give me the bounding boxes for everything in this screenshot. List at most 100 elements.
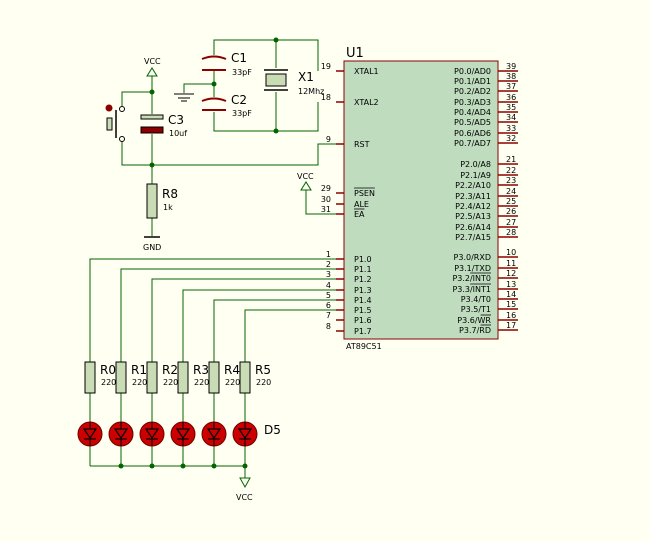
led-3[interactable] [170,421,196,447]
resistor-ref: R3 [193,363,209,377]
pin-label: P2.3/A11 [455,192,491,201]
wire-p11 [120,268,336,362]
gnd-terminal-r8: GND [143,236,161,252]
pin-p1-5[interactable]: 6P1.5 [326,301,372,315]
pin-number: 36 [506,93,516,102]
pin-p1-6[interactable]: 7P1.6 [326,311,372,325]
pin-label: EA [354,210,365,219]
pin-p1-4[interactable]: 5P1.4 [326,291,372,305]
capacitor-c2[interactable]: C2 33pF [201,93,252,118]
led-array: D5 [77,421,281,447]
pin-label: XTAL1 [354,67,379,76]
vcc-top-label: VCC [144,57,161,66]
r8-value: 1k [163,203,173,212]
resistor-ref: R4 [224,363,240,377]
mcu-body [343,60,499,340]
pin-number: 25 [506,197,516,206]
led-4[interactable] [201,421,227,447]
pin-number: 16 [506,311,516,320]
pin-number: 39 [506,62,516,71]
led-2[interactable] [139,421,165,447]
pin-number: 17 [506,321,516,330]
resistor-r8[interactable]: R8 1k [146,183,178,219]
capacitor-c1[interactable]: C1 33pF [201,51,252,77]
led-5[interactable]: D5 [232,421,281,447]
wire-xtal1 [213,39,319,71]
resistor-value: 220 [132,378,147,387]
wire-ea-vcc [305,190,336,215]
pin-label: P3.3/INT1 [452,285,491,294]
pin-number: 21 [506,155,516,164]
pin-p1-7[interactable]: 8P1.7 [326,322,372,336]
wire-vcc-top [121,76,153,106]
mcu-u1[interactable]: U1 AT89C51 19XTAL118XTAL29RST29PSEN30ALE… [321,46,518,351]
pin-p1-2[interactable]: 3P1.2 [326,270,372,284]
led-0[interactable] [77,421,103,447]
resistor-value: 220 [225,378,240,387]
pin-p1-1[interactable]: 2P1.1 [326,260,372,274]
led-1[interactable] [108,421,134,447]
wire-p10 [89,258,336,362]
vcc-ea-label: VCC [297,172,314,181]
wire-p15 [244,309,336,362]
pin-label: P1.6 [354,316,372,325]
pin-label: P0.0/AD0 [454,67,491,76]
pin-number: 12 [506,269,516,278]
crystal-x1[interactable]: X1 12Mhz [264,69,324,96]
mcu-part: AT89C51 [346,342,382,351]
capacitor-c3[interactable]: C3 10uf [140,113,187,138]
pin-number: 15 [506,300,516,309]
pin-label: P0.3/AD3 [454,98,491,107]
mcu-right-pins: 39P0.0/AD038P0.1/AD137P0.2/AD236P0.3/AD3… [452,62,518,335]
pin-number: 19 [321,62,331,71]
pin-label: P0.7/AD7 [454,139,491,148]
pin-label: P3.6/WR [457,316,491,325]
pin-label: P2.6/A14 [455,223,491,232]
pin-label: ALE [354,200,369,209]
reset-pushbutton[interactable] [105,104,125,142]
c1-value: 33pF [232,68,252,77]
resistor-ref: R1 [131,363,147,377]
pin-p1-0[interactable]: 1P1.0 [326,250,372,264]
resistor-ref: R5 [255,363,271,377]
pin-label: P1.5 [354,306,372,315]
pin-p1-3[interactable]: 4P1.3 [326,281,372,295]
